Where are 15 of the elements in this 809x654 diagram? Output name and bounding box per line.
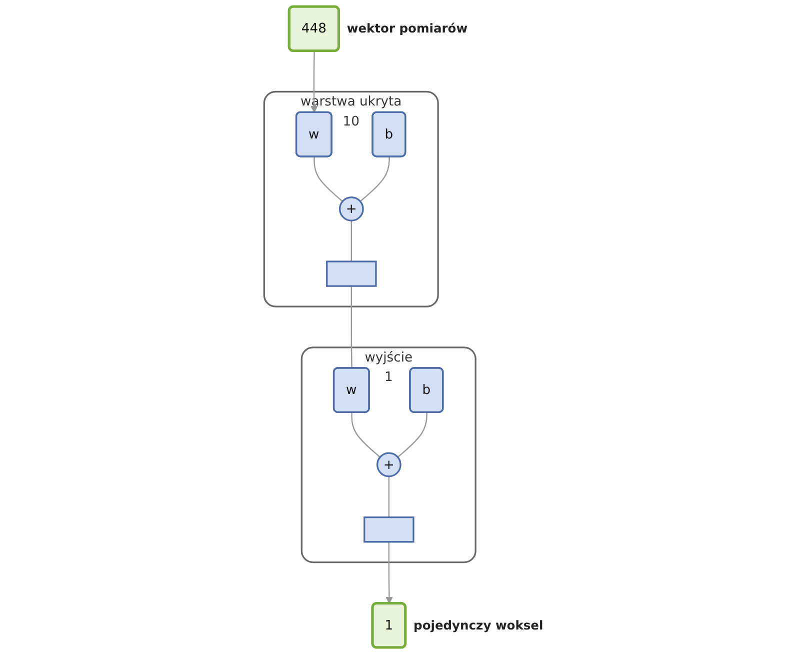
node-box bbox=[364, 516, 414, 543]
connector bbox=[388, 476, 390, 518]
connector bbox=[350, 220, 352, 262]
connector bbox=[314, 156, 343, 202]
node-circle: + bbox=[376, 452, 402, 478]
arrow bbox=[310, 51, 318, 113]
node-box bbox=[326, 260, 377, 287]
arrow bbox=[386, 542, 393, 604]
node-caption: wektor pomiarów bbox=[346, 22, 468, 36]
connector bbox=[397, 412, 428, 458]
node-circle: + bbox=[338, 196, 364, 222]
connector bbox=[360, 156, 390, 202]
connector bbox=[350, 286, 352, 368]
connector bbox=[351, 412, 380, 458]
node-caption: pojedynczy woksel bbox=[414, 618, 544, 632]
